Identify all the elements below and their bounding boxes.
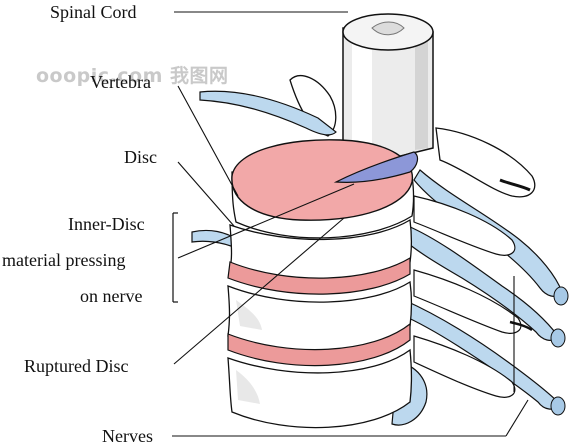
top-disc — [231, 139, 419, 239]
watermark: ooopic.com 我图网 — [36, 65, 229, 87]
inner-disc-label-line1: Inner-Disc — [68, 214, 145, 234]
spinal-cord — [342, 13, 434, 171]
label-bracket — [172, 212, 178, 303]
spinal-cord-label: Spinal Cord — [50, 2, 137, 22]
disc-bands — [227, 256, 411, 367]
nerves-label: Nerves — [102, 426, 153, 446]
nerve-roots — [191, 90, 569, 426]
ruptured-disc-label: Ruptured Disc — [24, 356, 129, 376]
leader-lines — [172, 11, 529, 437]
inner-disc-label-line3: on nerve — [80, 286, 143, 306]
disc-label: Disc — [124, 147, 157, 167]
vertebra-label: Vertebra — [90, 72, 151, 92]
inner-disc-label-line2: material pressing — [2, 250, 126, 270]
vertebra-processes — [413, 195, 533, 398]
vertebral-bodies — [227, 218, 413, 429]
